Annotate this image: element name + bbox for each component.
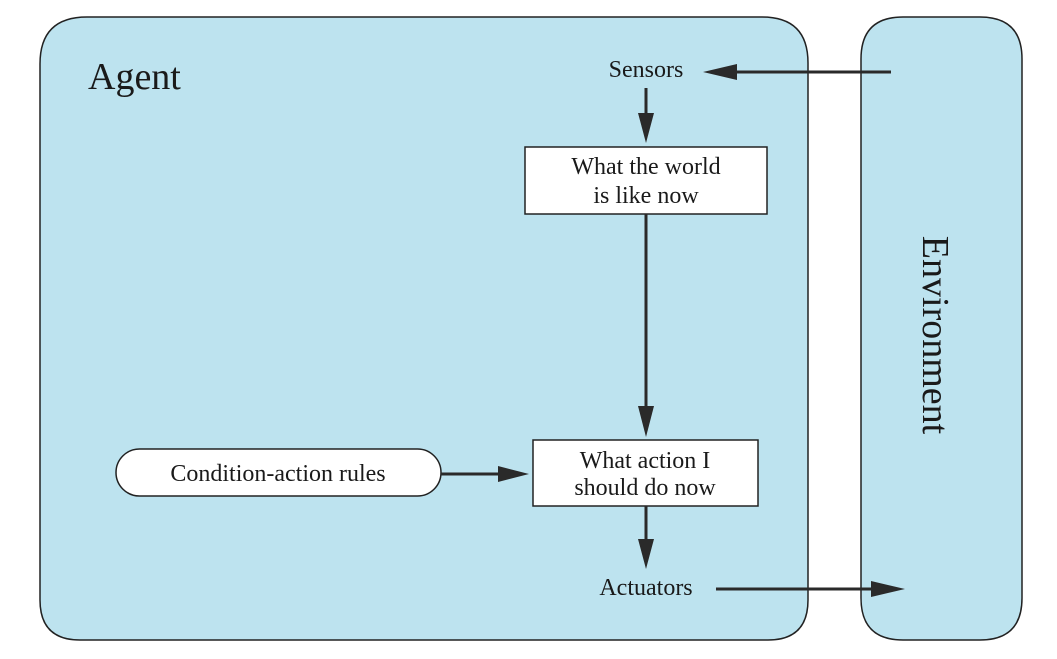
actuators-label: Actuators: [599, 575, 692, 601]
action-line1: What action I: [580, 448, 711, 474]
sensors-label: Sensors: [609, 57, 684, 83]
environment-panel: [860, 16, 1023, 641]
environment-title: Environment: [914, 236, 956, 435]
arrow-world-to-action-head: [638, 406, 654, 437]
arrow-rules-to-action-head: [498, 466, 529, 482]
agent-title: Agent: [88, 56, 181, 98]
agent-panel: [39, 16, 809, 641]
action-line2: should do now: [574, 475, 716, 501]
world-state-line1: What the world: [571, 154, 720, 180]
arrow-action-to-actuators-head: [638, 539, 654, 569]
arrow-env-to-sensors-head: [703, 64, 737, 80]
world-state-box: [524, 146, 768, 215]
rules-label: Condition-action rules: [170, 461, 385, 487]
arrow-sensors-to-world-head: [638, 113, 654, 143]
arrow-actuators-to-env-head: [871, 581, 905, 597]
world-state-line2: is like now: [593, 183, 699, 209]
